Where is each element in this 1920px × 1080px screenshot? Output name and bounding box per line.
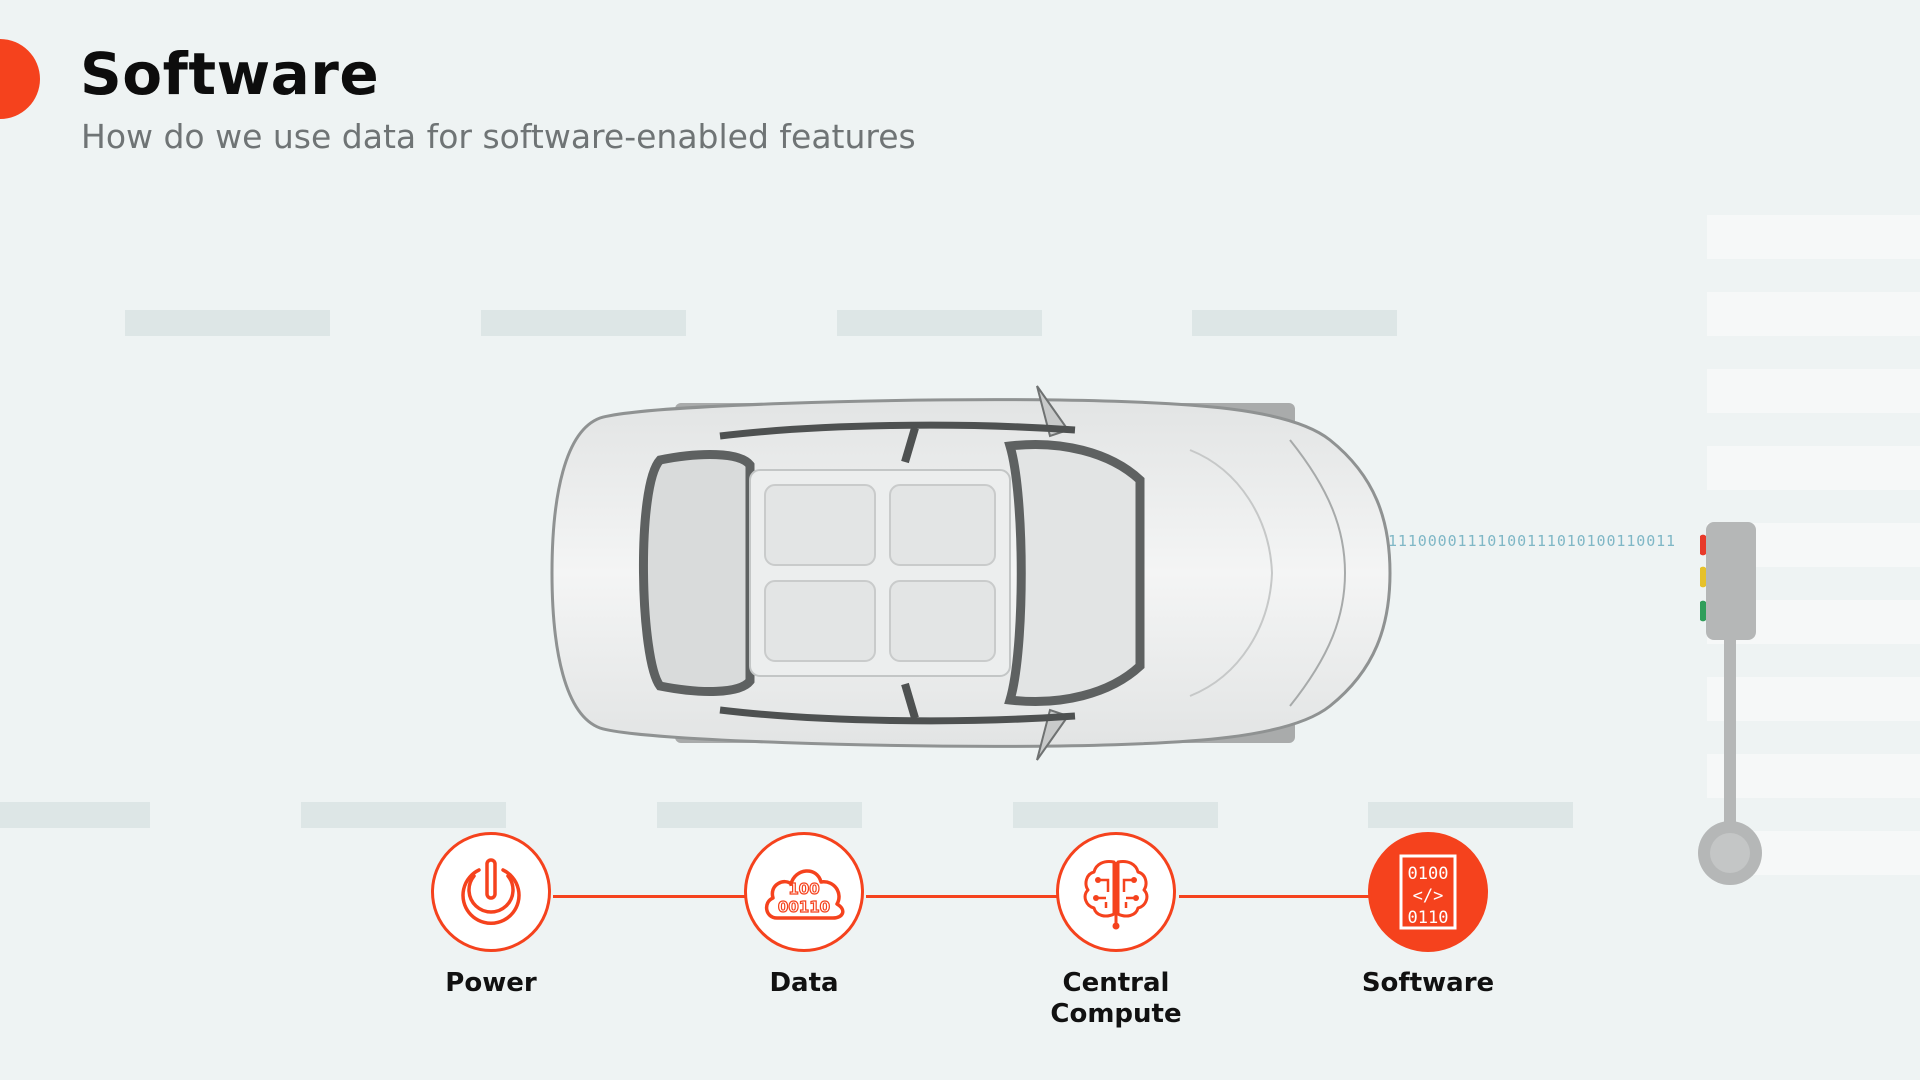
step-label: Central Compute — [1021, 968, 1211, 1030]
lane-dash — [1368, 802, 1573, 828]
lane-dash — [301, 802, 506, 828]
lane-dash — [657, 802, 862, 828]
crosswalk-stripe — [1707, 215, 1920, 259]
step-connector — [866, 895, 1059, 898]
code-file-text: 0110 — [1408, 908, 1449, 928]
traffic-light — [1698, 522, 1762, 885]
step-label: Software — [1361, 968, 1495, 998]
traffic-light-green — [1700, 600, 1706, 622]
step-connector — [553, 895, 746, 898]
step-label: Data — [769, 968, 839, 998]
brain-circuit-icon — [1083, 860, 1149, 930]
power-icon — [461, 858, 521, 925]
crosswalk-stripe — [1707, 292, 1920, 336]
lane-dash — [1192, 310, 1397, 336]
step-central-compute: Central Compute — [1021, 832, 1211, 1030]
step-power: Power — [396, 832, 586, 999]
lane-dash — [125, 310, 330, 336]
cloud-data-icon: 100 00110 — [764, 869, 845, 920]
lane-dash — [481, 310, 686, 336]
traffic-light-yellow — [1700, 566, 1706, 588]
lane-dash — [837, 310, 1042, 336]
binary-data-stream: 11100001110100111010100110011 — [1388, 532, 1676, 550]
step-circle: 100 00110 — [744, 832, 864, 952]
crosswalk-stripe — [1707, 369, 1920, 413]
step-connector — [1179, 895, 1372, 898]
crosswalk-stripe — [1707, 446, 1920, 490]
step-label-line: Central — [1062, 968, 1170, 998]
page-subtitle: How do we use data for software-enabled … — [81, 117, 916, 156]
step-circle — [1056, 832, 1176, 952]
step-data: 100 00110 Data — [709, 832, 899, 999]
code-file-icon: 0100 </> 0110 — [1399, 854, 1457, 930]
cloud-data-text: 100 — [788, 880, 819, 898]
page-title: Software — [80, 40, 380, 108]
code-file-text: </> — [1413, 886, 1444, 906]
crosswalk-stripe — [1707, 677, 1920, 721]
traffic-light-red — [1700, 534, 1706, 556]
step-label: Power — [445, 968, 537, 998]
lane-dash — [1013, 802, 1218, 828]
step-label-line: Compute — [1050, 999, 1182, 1029]
step-circle-active: 0100 </> 0110 — [1368, 832, 1488, 952]
cloud-data-text: 00110 — [778, 898, 830, 916]
crosswalk-stripe — [1707, 754, 1920, 798]
code-file-text: 0100 — [1408, 864, 1449, 884]
step-circle — [431, 832, 551, 952]
step-software: 0100 </> 0110 Software — [1333, 832, 1523, 999]
lane-dash — [0, 802, 150, 828]
